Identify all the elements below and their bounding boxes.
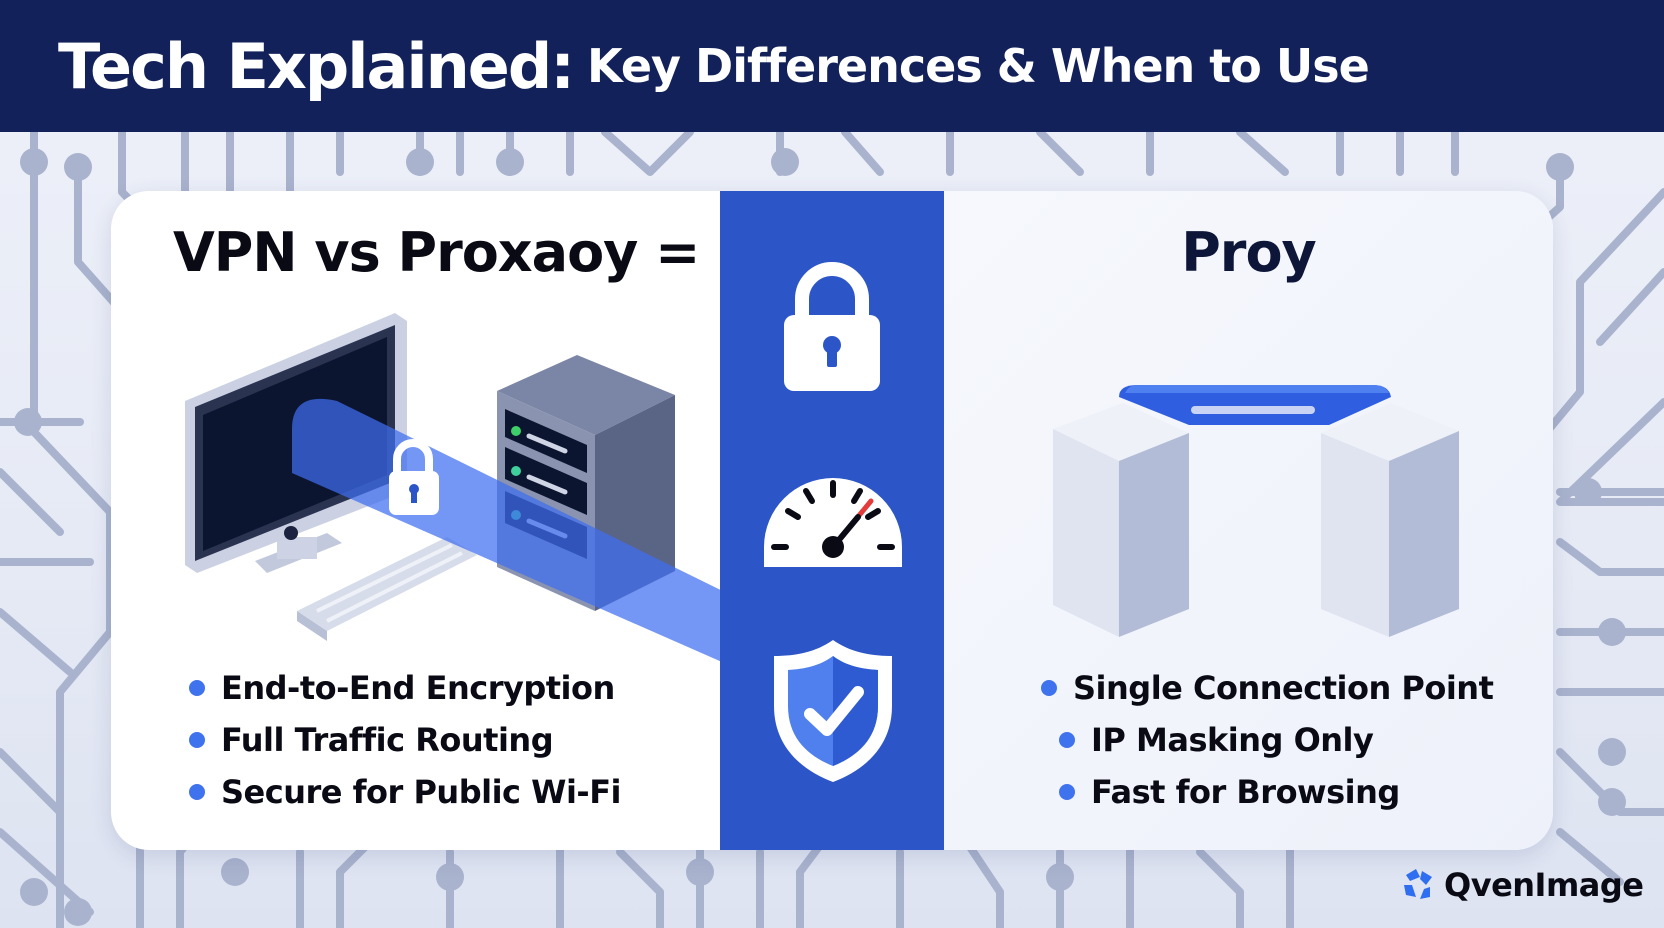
vpn-panel-title: VPN vs Proxaoy = bbox=[173, 221, 700, 284]
bullet-dot-icon bbox=[1059, 784, 1075, 800]
circuit-background bbox=[0, 132, 1664, 928]
proxy-gateway-illustration bbox=[1053, 385, 1459, 637]
proxy-panel-title: Proy bbox=[1181, 221, 1317, 284]
keyboard-icon bbox=[297, 537, 477, 641]
vpn-feature-item: Full Traffic Routing bbox=[189, 714, 621, 766]
tunnel-lock-icon bbox=[389, 439, 439, 515]
bullet-dot-icon bbox=[189, 732, 205, 748]
bullet-dot-icon bbox=[189, 680, 205, 696]
brand-name: QvenImage bbox=[1444, 866, 1644, 904]
bullet-dot-icon bbox=[189, 784, 205, 800]
page-header: Tech Explained: Key Differences & When t… bbox=[0, 0, 1664, 132]
header-title-sub: Key Differences & When to Use bbox=[587, 39, 1370, 93]
vpn-tunnel-illustration bbox=[185, 313, 747, 671]
brand-watermark: QvenImage bbox=[1400, 866, 1644, 904]
vpn-feature-list: End-to-End Encryption Full Traffic Routi… bbox=[189, 662, 622, 818]
header-title-main: Tech Explained: bbox=[58, 29, 575, 103]
proxy-feature-item: IP Masking Only bbox=[1041, 714, 1493, 766]
comparison-card: VPN vs Proxaoy = bbox=[111, 191, 1553, 850]
brand-logo-icon bbox=[1404, 869, 1432, 899]
center-icon-band bbox=[720, 191, 944, 850]
bullet-dot-icon bbox=[1059, 732, 1075, 748]
proxy-feature-item: Fast for Browsing bbox=[1041, 766, 1493, 818]
lock-icon bbox=[784, 262, 880, 391]
proxy-feature-item: Single Connection Point bbox=[1041, 662, 1494, 714]
proxy-feature-list: Single Connection Point IP Masking Only … bbox=[1041, 662, 1494, 818]
bullet-dot-icon bbox=[1041, 680, 1057, 696]
shield-check-icon bbox=[774, 640, 892, 782]
vpn-feature-item: End-to-End Encryption bbox=[189, 662, 621, 714]
encrypted-tunnel-beam bbox=[292, 398, 747, 671]
vpn-feature-item: Secure for Public Wi-Fi bbox=[189, 766, 622, 818]
speedometer-icon bbox=[764, 478, 902, 567]
